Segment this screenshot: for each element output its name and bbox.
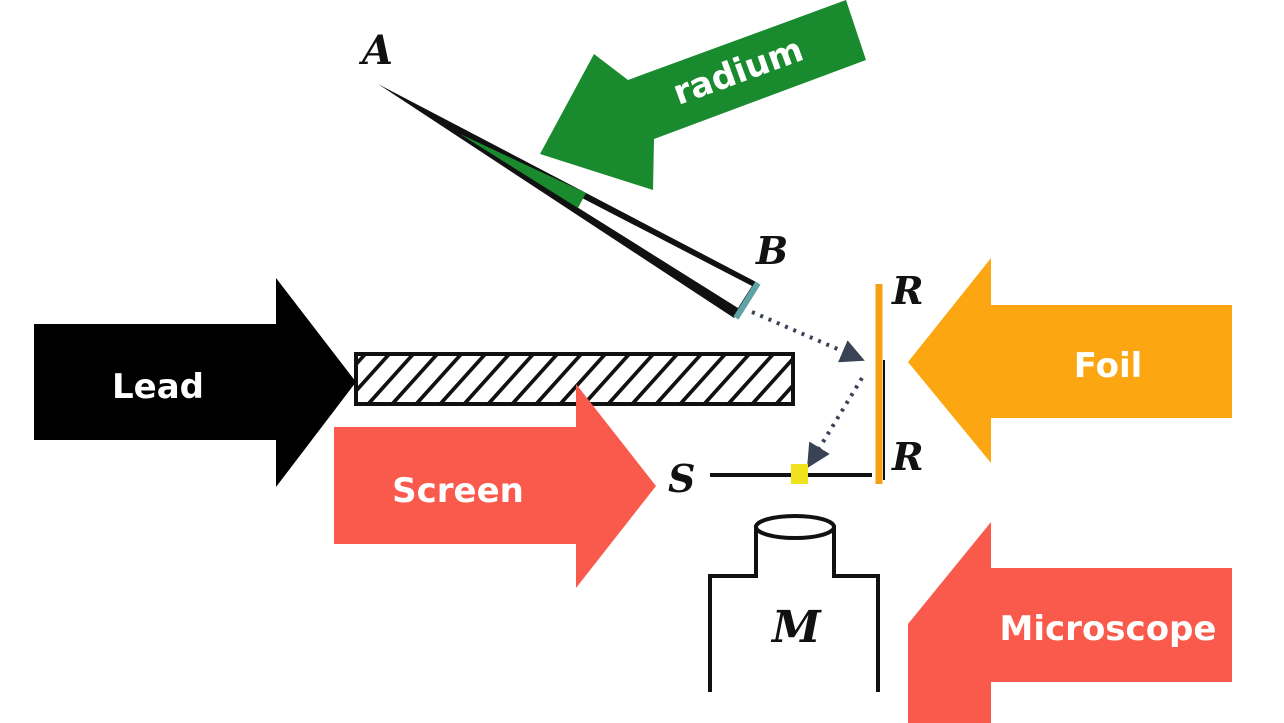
lead-slab-outline xyxy=(354,352,795,406)
microscope: M xyxy=(708,514,880,692)
label-a: A xyxy=(358,27,393,74)
microscope-arrow-shape xyxy=(908,522,1232,723)
lead-arrow-shape xyxy=(34,278,356,487)
lead-arrow: Lead xyxy=(34,278,356,487)
path-tube-to-foil xyxy=(751,310,865,363)
radium-arrow: radium xyxy=(540,0,866,190)
label-m: M xyxy=(770,602,822,653)
lead-slab-body xyxy=(356,354,793,404)
screen-marker xyxy=(791,464,808,484)
microscope-eyepiece xyxy=(754,514,836,540)
lead-slab xyxy=(354,352,795,406)
label-r-top: R xyxy=(891,268,924,313)
foil-arrow-label: Foil xyxy=(1074,346,1143,386)
label-b: B xyxy=(755,228,788,273)
microscope-arrow: Microscope xyxy=(908,522,1232,723)
tube-radium-fill xyxy=(460,134,586,208)
foil-arrow-shape xyxy=(908,258,1232,463)
radium-arrow-shape xyxy=(540,0,866,190)
screen-arrow-label: Screen xyxy=(392,471,524,511)
tube-tip xyxy=(733,281,761,320)
screen-arrow-shape xyxy=(334,384,656,588)
lead-arrow-label: Lead xyxy=(112,367,204,407)
label-s: S xyxy=(668,456,695,501)
screen-arrow: Screen xyxy=(334,384,656,588)
label-r-bottom: R xyxy=(891,434,924,479)
path-foil-to-screen xyxy=(807,376,864,469)
microscope-arrow-label: Microscope xyxy=(1000,609,1217,649)
foil-arrow: Foil xyxy=(908,258,1232,463)
radium-tube xyxy=(378,84,761,320)
